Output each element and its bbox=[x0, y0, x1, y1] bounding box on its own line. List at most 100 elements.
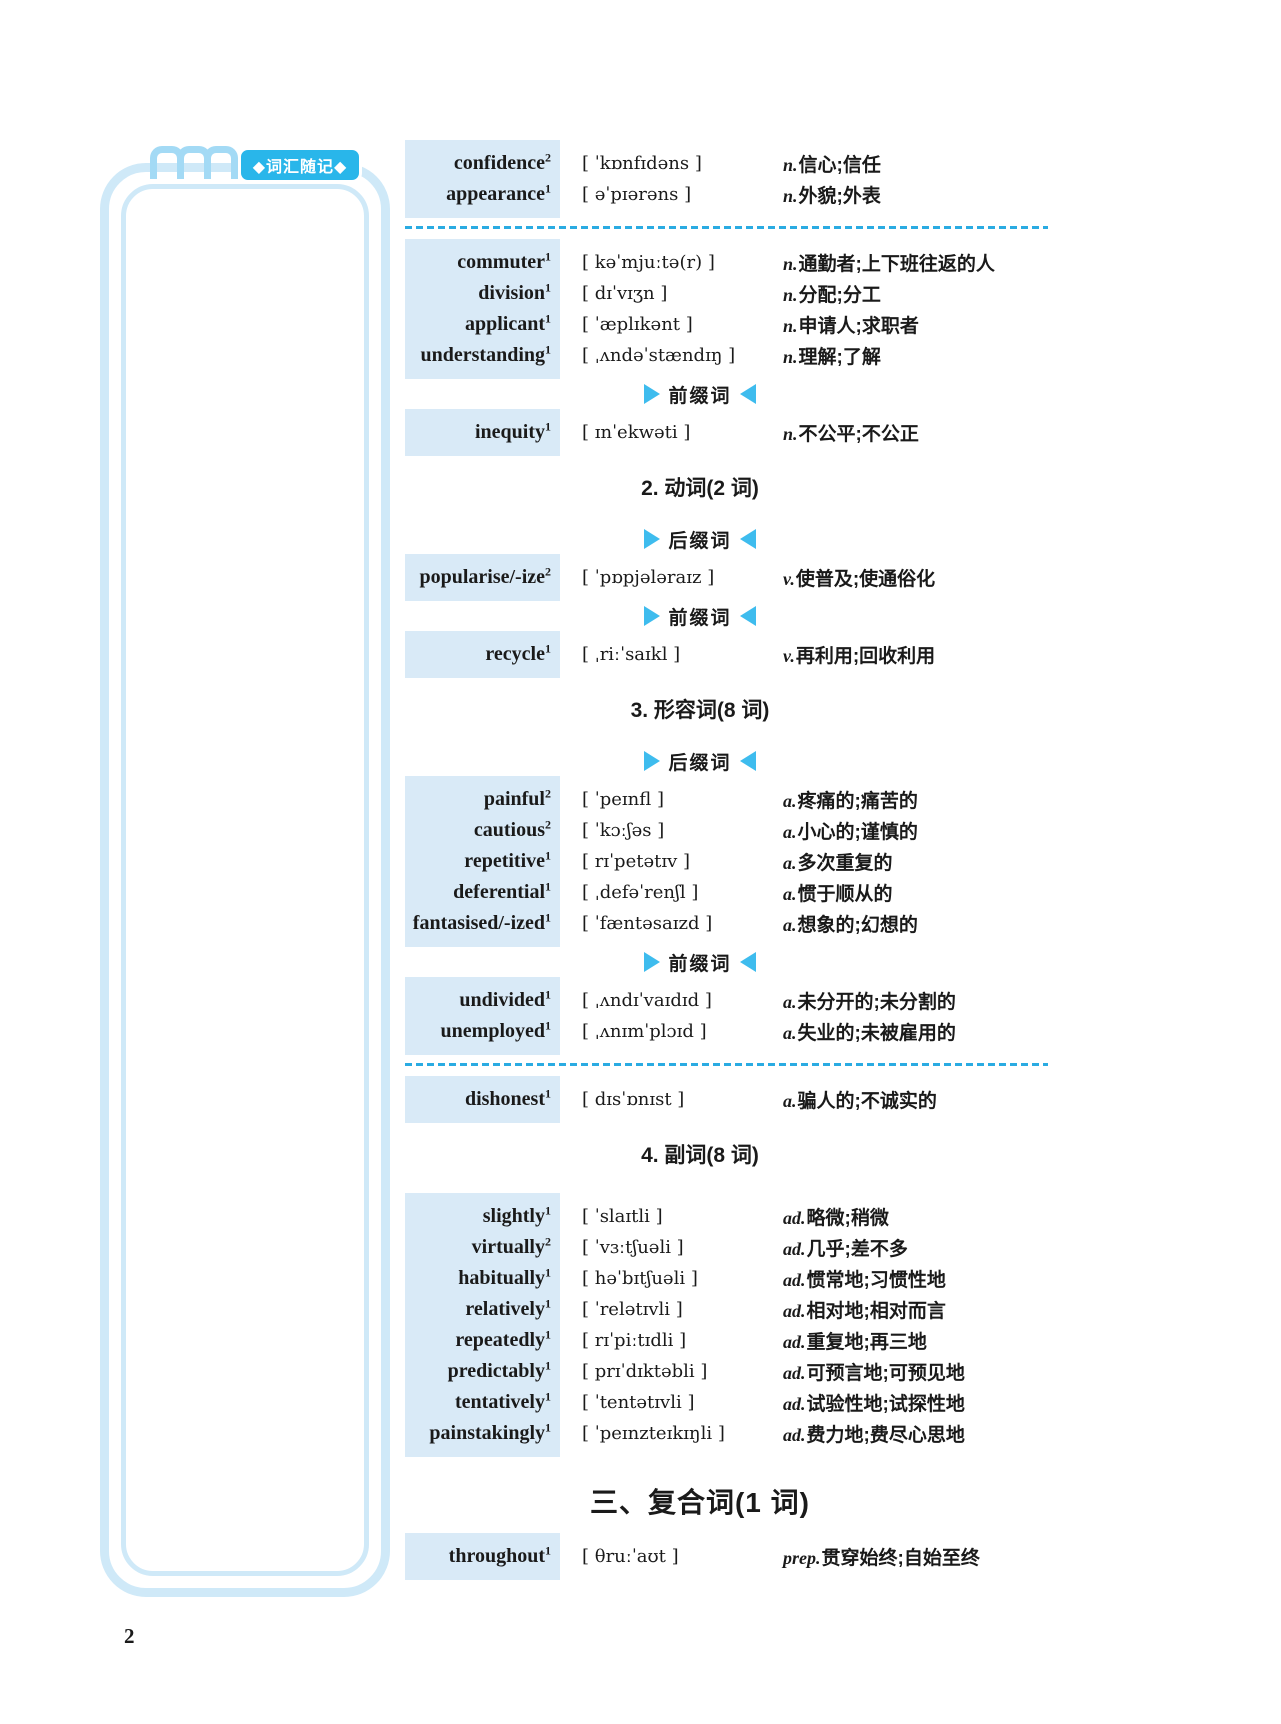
definition-cell: a.惯于顺从的 bbox=[783, 879, 1048, 906]
word-cell: tentatively1 bbox=[405, 1389, 560, 1414]
word-superscript: 1 bbox=[545, 1296, 551, 1311]
chapter-heading: 三、复合词(1 词) bbox=[589, 1487, 810, 1518]
definition-text: 失业的;未被雇用的 bbox=[797, 1023, 956, 1044]
word-label: relatively bbox=[465, 1298, 545, 1320]
definition-text: 理解;了解 bbox=[798, 347, 881, 368]
ipa-text: [ dɪˈvɪʒn ] bbox=[582, 283, 668, 304]
left-triangle-icon bbox=[739, 384, 756, 404]
word-superscript: 1 bbox=[545, 910, 551, 925]
word-superscript: 1 bbox=[545, 1018, 551, 1033]
word-cell: slightly1 bbox=[405, 1204, 560, 1228]
word-label: predictably bbox=[447, 1360, 545, 1382]
pos-label: a. bbox=[783, 822, 797, 842]
word-entry-row: throughout1 [ θruːˈaʊt ] prep.贯穿始终;自始至终 bbox=[405, 1541, 1048, 1572]
affix-label: 前缀词 bbox=[668, 953, 732, 975]
section-heading: 3. 形容词(8 词) bbox=[630, 699, 770, 722]
word-superscript: 2 bbox=[545, 150, 551, 165]
word-label: popularise/-ize bbox=[419, 566, 545, 588]
definition-text: 重复地;再三地 bbox=[806, 1332, 927, 1353]
affix-marker: 前缀词 bbox=[405, 381, 995, 407]
definition-text: 使普及;使通俗化 bbox=[795, 569, 936, 590]
definition-text: 惯常地;习惯性地 bbox=[806, 1270, 946, 1291]
word-entry-row: predictably1 [ prɪˈdɪktəbli ] ad.可预言地;可预… bbox=[405, 1356, 1048, 1387]
pos-label: ad. bbox=[783, 1394, 806, 1414]
ipa-text: [ ˌʌndəˈstændɪŋ ] bbox=[582, 345, 736, 366]
pos-label: a. bbox=[783, 992, 797, 1012]
word-block: throughout1 [ θruːˈaʊt ] prep.贯穿始终;自始至终 bbox=[405, 1533, 1048, 1580]
word-cell: unemployed1 bbox=[405, 1018, 560, 1043]
word-highlight bbox=[405, 409, 560, 456]
word-block: confidence2 [ ˈkɒnfɪdəns ] n.信心;信任 appea… bbox=[405, 140, 1048, 218]
definition-cell: ad.惯常地;习惯性地 bbox=[783, 1265, 1048, 1292]
left-triangle-icon bbox=[739, 606, 756, 626]
pos-label: n. bbox=[783, 155, 798, 175]
word-label: dishonest bbox=[464, 1088, 545, 1110]
word-cell: habitually1 bbox=[405, 1266, 560, 1290]
word-label: confidence bbox=[453, 152, 545, 174]
word-entry-row: inequity1 [ ɪnˈekwəti ] n.不公平;不公正 bbox=[405, 417, 1048, 448]
pos-label: ad. bbox=[783, 1301, 806, 1321]
word-cell: predictably1 bbox=[405, 1359, 560, 1383]
word-rows: recycle1 [ ˌriːˈsaɪkl ] v.再利用;回收利用 bbox=[405, 639, 1048, 670]
word-cell: deferential1 bbox=[405, 880, 560, 904]
definition-cell: ad.试验性地;试探性地 bbox=[783, 1389, 1048, 1416]
word-rows: confidence2 [ ˈkɒnfɪdəns ] n.信心;信任 appea… bbox=[405, 148, 1048, 210]
word-label: fantasised/-ized bbox=[412, 912, 545, 934]
word-entry-row: repetitive1 [ rɪˈpetətɪv ] a.多次重复的 bbox=[405, 846, 1048, 877]
word-entry-row: appearance1 [ əˈpɪərəns ] n.外貌;外表 bbox=[405, 179, 1048, 210]
word-superscript: 1 bbox=[545, 1389, 551, 1404]
word-entry-row: repeatedly1 [ rɪˈpiːtɪdli ] ad.重复地;再三地 bbox=[405, 1325, 1048, 1356]
definition-text: 可预言地;可预见地 bbox=[806, 1363, 965, 1384]
pos-label: a. bbox=[783, 853, 797, 873]
word-superscript: 1 bbox=[545, 419, 551, 434]
word-label: inequity bbox=[474, 421, 545, 443]
definition-text: 骗人的;不诚实的 bbox=[797, 1091, 937, 1112]
ipa-text: [ dɪsˈɒnɪst ] bbox=[582, 1089, 685, 1110]
definition-cell: ad.略微;稍微 bbox=[783, 1203, 1048, 1230]
ipa-text: [ ˈvɜːtʃuəli ] bbox=[582, 1237, 684, 1258]
word-entry-row: slightly1 [ ˈslaɪtli ] ad.略微;稍微 bbox=[405, 1201, 1048, 1232]
word-cell: inequity1 bbox=[405, 419, 560, 444]
pos-label: a. bbox=[783, 884, 797, 904]
affix-label: 前缀词 bbox=[668, 385, 732, 407]
word-cell: understanding1 bbox=[405, 343, 560, 367]
definition-text: 不公平;不公正 bbox=[798, 424, 919, 445]
ipa-text: [ ˈpeɪnzteɪkɪŋli ] bbox=[582, 1423, 725, 1444]
word-cell: confidence2 bbox=[405, 150, 560, 175]
pos-label: n. bbox=[783, 285, 798, 305]
word-cell: painstakingly1 bbox=[405, 1421, 560, 1445]
ipa-text: [ ˈkɒnfɪdəns ] bbox=[582, 153, 702, 174]
definition-cell: n.分配;分工 bbox=[783, 280, 1048, 307]
word-rows: dishonest1 [ dɪsˈɒnɪst ] a.骗人的;不诚实的 bbox=[405, 1084, 1048, 1115]
affix-label: 后缀词 bbox=[668, 752, 732, 774]
word-label: understanding bbox=[420, 344, 546, 366]
word-superscript: 1 bbox=[545, 1086, 551, 1101]
word-label: commuter bbox=[457, 251, 545, 273]
pos-label: v. bbox=[783, 646, 795, 666]
word-label: throughout bbox=[448, 1545, 545, 1567]
word-entry-row: tentatively1 [ ˈtentətɪvli ] ad.试验性地;试探性… bbox=[405, 1387, 1048, 1418]
word-highlight bbox=[405, 1193, 560, 1457]
word-highlight bbox=[405, 1533, 560, 1580]
definition-cell: v.使普及;使通俗化 bbox=[783, 564, 1048, 591]
word-superscript: 1 bbox=[545, 987, 551, 1002]
word-highlight bbox=[405, 140, 560, 218]
right-triangle-icon bbox=[644, 606, 661, 626]
left-triangle-icon bbox=[739, 529, 756, 549]
word-cell: popularise/-ize2 bbox=[405, 565, 560, 589]
ipa-text: [ ˌriːˈsaɪkl ] bbox=[582, 644, 681, 665]
word-cell: fantasised/-ized1 bbox=[405, 910, 560, 935]
vocab-list: confidence2 [ ˈkɒnfɪdəns ] n.信心;信任 appea… bbox=[405, 140, 1048, 1580]
definition-text: 贯穿始终;自始至终 bbox=[821, 1548, 980, 1569]
definition-cell: ad.费力地;费尽心思地 bbox=[783, 1420, 1048, 1447]
ipa-text: [ ˈtentətɪvli ] bbox=[582, 1392, 695, 1413]
notebook-frame bbox=[100, 163, 390, 1597]
definition-cell: a.疼痛的;痛苦的 bbox=[783, 786, 1048, 813]
dotted-divider bbox=[405, 226, 1048, 229]
definition-cell: ad.相对地;相对而言 bbox=[783, 1296, 1048, 1323]
word-superscript: 1 bbox=[545, 1327, 551, 1342]
definition-text: 想象的;幻想的 bbox=[797, 915, 918, 936]
word-superscript: 2 bbox=[545, 786, 551, 801]
word-entry-row: dishonest1 [ dɪsˈɒnɪst ] a.骗人的;不诚实的 bbox=[405, 1084, 1048, 1115]
word-cell: painful2 bbox=[405, 786, 560, 811]
